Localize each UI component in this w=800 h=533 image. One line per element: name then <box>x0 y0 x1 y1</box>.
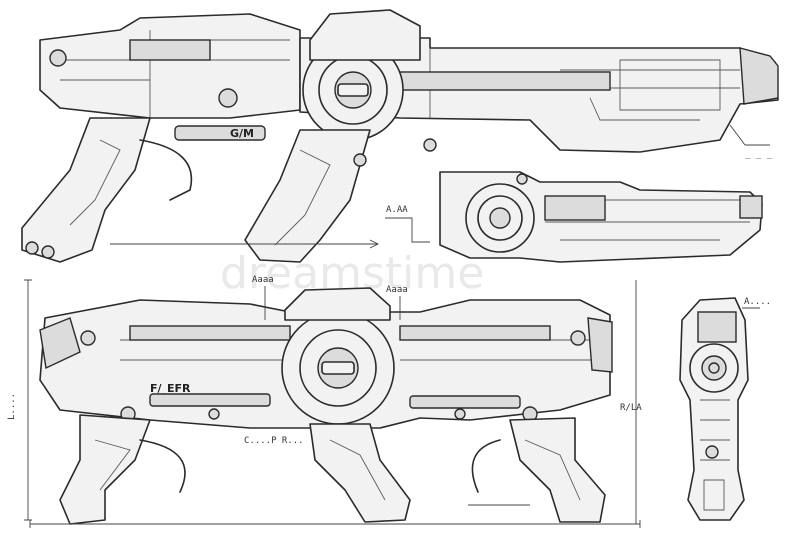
bottom-side-view: F/_EFR C....P R... R/LA Aaaa Aaaa L.... <box>7 275 642 528</box>
right-side-label: R/LA <box>620 403 642 413</box>
top-side-view: G/M _ _ _ <box>21 9 779 263</box>
top-gun-label: G/M <box>230 127 254 140</box>
svg-text:_ _ _: _ _ _ <box>745 150 773 160</box>
bottom-small-label: C....P R... <box>244 436 304 446</box>
mid-right-detail-view: A.AA <box>385 171 763 263</box>
top-front-grip <box>244 129 371 263</box>
left-vertical-label: L.... <box>7 393 17 420</box>
front-top-label: A.... <box>744 297 771 307</box>
mid-dim-label: A.AA <box>386 205 408 215</box>
top-mid-label-2: Aaaa <box>386 285 408 295</box>
front-end-view: A.... <box>679 297 771 521</box>
bottom-left-label: F/_EFR <box>150 382 191 395</box>
top-mid-label-1: Aaaa <box>252 275 274 285</box>
top-rear-grip <box>21 117 151 263</box>
